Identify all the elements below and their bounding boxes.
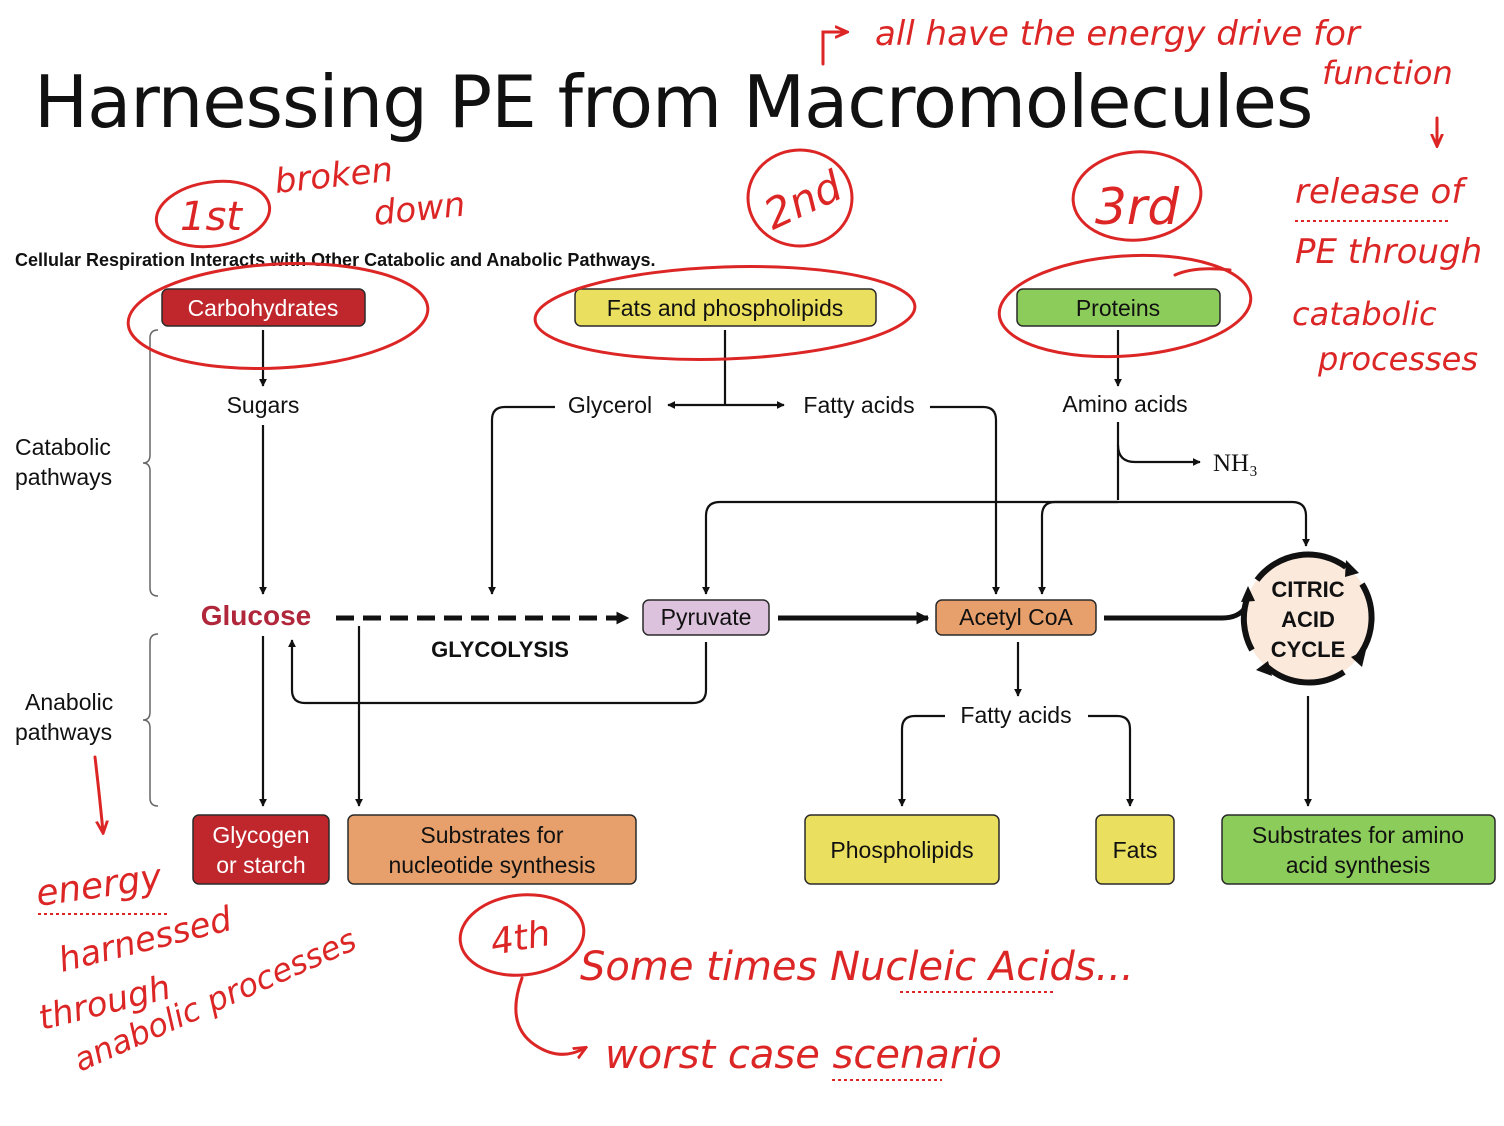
glycerol-label: Glycerol bbox=[568, 392, 652, 418]
acetyl-coa-label: Acetyl CoA bbox=[959, 604, 1073, 630]
circle-proteins bbox=[997, 253, 1253, 359]
glycogen-label-line2: or starch bbox=[216, 852, 305, 878]
fourth-curve-arrow bbox=[514, 976, 585, 1054]
catabolic-label-line2: pathways bbox=[15, 464, 112, 490]
fats-label: Fats bbox=[1113, 837, 1158, 863]
nh3-label: NH₃ bbox=[1213, 450, 1258, 477]
annotation-right-line3: catabolic bbox=[1292, 295, 1437, 333]
sugars-label: Sugars bbox=[227, 392, 300, 418]
fatty-acids-bottom-label: Fatty acids bbox=[960, 702, 1071, 728]
circle-first bbox=[154, 179, 272, 249]
carbohydrates-node: Carbohydrates bbox=[161, 288, 366, 327]
acetyl-to-cycle-connector bbox=[1104, 606, 1248, 621]
pyruvate-node: Pyruvate bbox=[642, 599, 770, 636]
top-bracket-arrow bbox=[821, 32, 846, 66]
cycle-label-line2: ACID bbox=[1281, 607, 1335, 632]
catabolic-bracket bbox=[142, 329, 159, 597]
anabolic-bracket bbox=[142, 633, 159, 807]
fats-phospholipids-node: Fats and phospholipids bbox=[574, 288, 877, 327]
annotation-right-line4: processes bbox=[1317, 340, 1478, 378]
anabolic-label-line2: pathways bbox=[15, 719, 112, 745]
anabolic-arrows bbox=[259, 626, 1312, 807]
proteins-underline bbox=[1173, 267, 1232, 277]
annotation-second: 2nd bbox=[756, 161, 850, 239]
phospholipids-node: Phospholipids bbox=[804, 814, 1000, 885]
glycogen-node: Glycogen or starch bbox=[192, 814, 330, 885]
circle-third bbox=[1071, 150, 1203, 242]
annotation-left-line1: energy bbox=[34, 857, 165, 915]
glucose-label: Glucose bbox=[201, 600, 311, 631]
slide-title: Harnessing PE from Macromolecules bbox=[34, 60, 1313, 144]
fats-phospholipids-label: Fats and phospholipids bbox=[607, 295, 844, 321]
anabolic-label-line1: Anabolic bbox=[25, 689, 113, 715]
amino-sub-label-line1: Substrates for amino bbox=[1252, 822, 1464, 848]
left-down-arrow bbox=[93, 755, 103, 832]
annotation-right-line1: release of bbox=[1295, 172, 1468, 212]
fatty-acids-top-label: Fatty acids bbox=[803, 392, 914, 418]
amino-sub-label-line2: acid synthesis bbox=[1286, 852, 1430, 878]
annotation-top-line1: all have the energy drive for bbox=[875, 14, 1362, 54]
proteins-label: Proteins bbox=[1076, 295, 1160, 321]
phospholipids-label: Phospholipids bbox=[830, 837, 973, 863]
catabolic-label-line1: Catabolic bbox=[15, 434, 111, 460]
annotation-third: 3rd bbox=[1095, 178, 1179, 236]
annotation-bottom-line2: worst case scenario bbox=[605, 1032, 1002, 1078]
annotation-fourth: 4th bbox=[488, 913, 554, 964]
circle-second bbox=[746, 148, 854, 248]
cycle-label-line1: CITRIC bbox=[1271, 577, 1344, 602]
cycle-label-line3: CYCLE bbox=[1271, 637, 1346, 662]
annotation-broken-line2: down bbox=[372, 185, 467, 234]
circle-carbohydrates bbox=[126, 261, 430, 371]
figure-caption: Cellular Respiration Interacts with Othe… bbox=[15, 250, 656, 270]
annotation-first: 1st bbox=[180, 194, 243, 240]
amino-substrates-node: Substrates for amino acid synthesis bbox=[1221, 814, 1496, 885]
glycogen-label-line1: Glycogen bbox=[212, 822, 309, 848]
annotation-texts: all have the energy drive for function r… bbox=[34, 14, 1483, 1079]
annotation-left-line2: harnessed bbox=[55, 899, 237, 981]
annotation-dotted-underlines bbox=[38, 220, 1450, 1081]
annotation-bottom-line1: Some times Nucleic Acids... bbox=[580, 944, 1134, 990]
amino-acids-label: Amino acids bbox=[1062, 391, 1187, 417]
handwritten-annotations bbox=[93, 32, 1437, 1054]
fats-node: Fats bbox=[1095, 814, 1175, 885]
proteins-node: Proteins bbox=[1016, 288, 1221, 327]
annotation-right-line2: PE through bbox=[1295, 232, 1482, 272]
acetyl-coa-node: Acetyl CoA bbox=[935, 599, 1097, 636]
carbohydrates-label: Carbohydrates bbox=[188, 295, 339, 321]
nucleotide-substrates-node: Substrates for nucleotide synthesis bbox=[347, 814, 637, 885]
catabolic-arrows bbox=[259, 330, 1310, 595]
glycolysis-label: GLYCOLYSIS bbox=[431, 637, 569, 662]
citric-acid-cycle-node: CITRIC ACID CYCLE bbox=[1240, 551, 1375, 686]
nucleotide-label-line1: Substrates for bbox=[420, 822, 564, 848]
nucleotide-label-line2: nucleotide synthesis bbox=[388, 852, 595, 878]
circle-fourth bbox=[458, 893, 586, 977]
pyruvate-label: Pyruvate bbox=[661, 604, 752, 630]
annotation-top-line2: function bbox=[1322, 54, 1453, 92]
circle-fats bbox=[533, 265, 917, 361]
